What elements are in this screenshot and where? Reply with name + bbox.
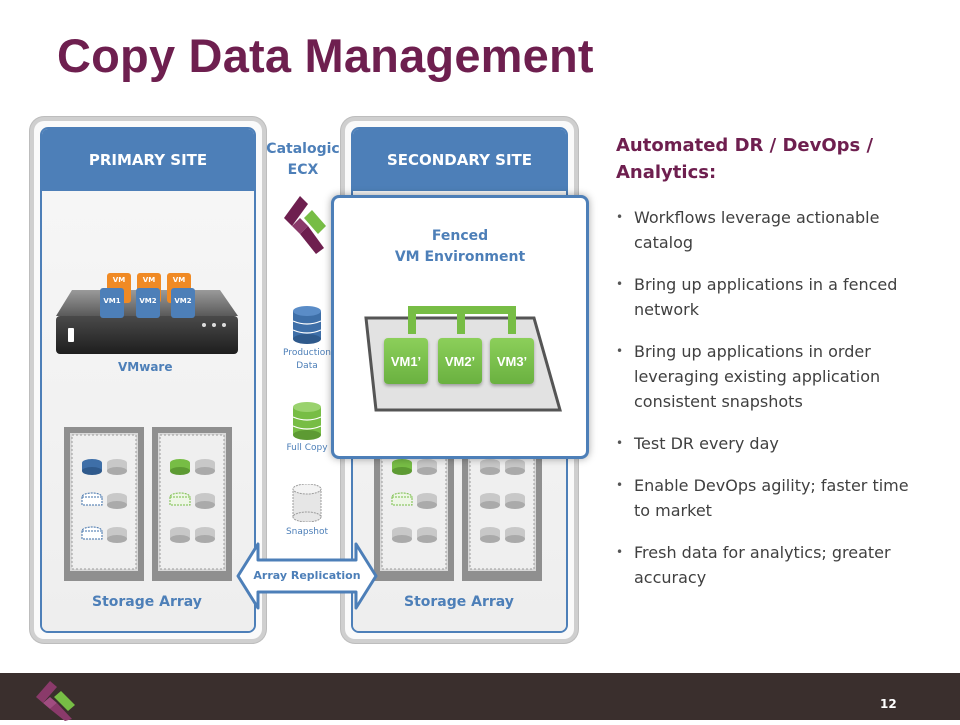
catalogic-line2: ECX (287, 162, 319, 178)
production-data-icon (291, 306, 323, 344)
primary-site-header: PRIMARY SITE (42, 129, 254, 191)
right-heading: Automated DR / DevOps / Analytics: (616, 135, 874, 183)
fenced-vm-2: VM2’ (438, 338, 482, 384)
page-title: Copy Data Management (57, 29, 594, 82)
catalogic-line1: Catalogic (266, 141, 340, 157)
bullet-list: Workflows leverage actionable catalog Br… (616, 205, 916, 607)
primary-storage-label: Storage Array (92, 594, 202, 610)
vm-front-1: VM1 (100, 288, 124, 318)
bullet-item: Workflows leverage actionable catalog (616, 205, 916, 255)
page-number: 12 (880, 697, 897, 711)
fenced-vm-3: VM3’ (490, 338, 534, 384)
catalogic-logo-icon (282, 196, 328, 254)
array-replication-label: Array Replication (253, 569, 361, 582)
full-copy-label: Full Copy (286, 443, 328, 453)
primary-storage-array (62, 425, 234, 583)
vm-front-3: VM2 (171, 288, 195, 318)
snapshot-label: Snapshot (285, 527, 329, 537)
fenced-line2: VM Environment (394, 249, 526, 265)
storage-rack-icon (64, 427, 232, 581)
secondary-site-header: SECONDARY SITE (353, 129, 566, 191)
bullet-item: Bring up applications in a fenced networ… (616, 272, 916, 322)
bullet-item: Test DR every day (616, 431, 916, 456)
secondary-storage-label: Storage Array (404, 594, 514, 610)
fenced-title: Fenced VM Environment (334, 226, 586, 268)
footer-bar (0, 673, 960, 720)
snapshot-icon (291, 483, 323, 523)
vmware-label: VMware (118, 360, 173, 374)
bullet-item: Fresh data for analytics; greater accura… (616, 540, 916, 590)
production-data-label: Production Data (283, 348, 331, 371)
fenced-vm-environment: Fenced VM Environment VM1’ VM2’ VM3’ (331, 195, 589, 459)
fenced-line1: Fenced (431, 228, 489, 244)
vm-front-2: VM2 (136, 288, 160, 318)
fenced-vm-1: VM1’ (384, 338, 428, 384)
footer-logo-icon (34, 681, 78, 721)
array-replication-arrow (236, 540, 378, 612)
bullet-item: Bring up applications in order leveragin… (616, 339, 916, 414)
bullet-item: Enable DevOps agility; faster time to ma… (616, 473, 916, 523)
full-copy-icon (291, 402, 323, 440)
catalogic-label: Catalogic ECX (265, 139, 341, 181)
